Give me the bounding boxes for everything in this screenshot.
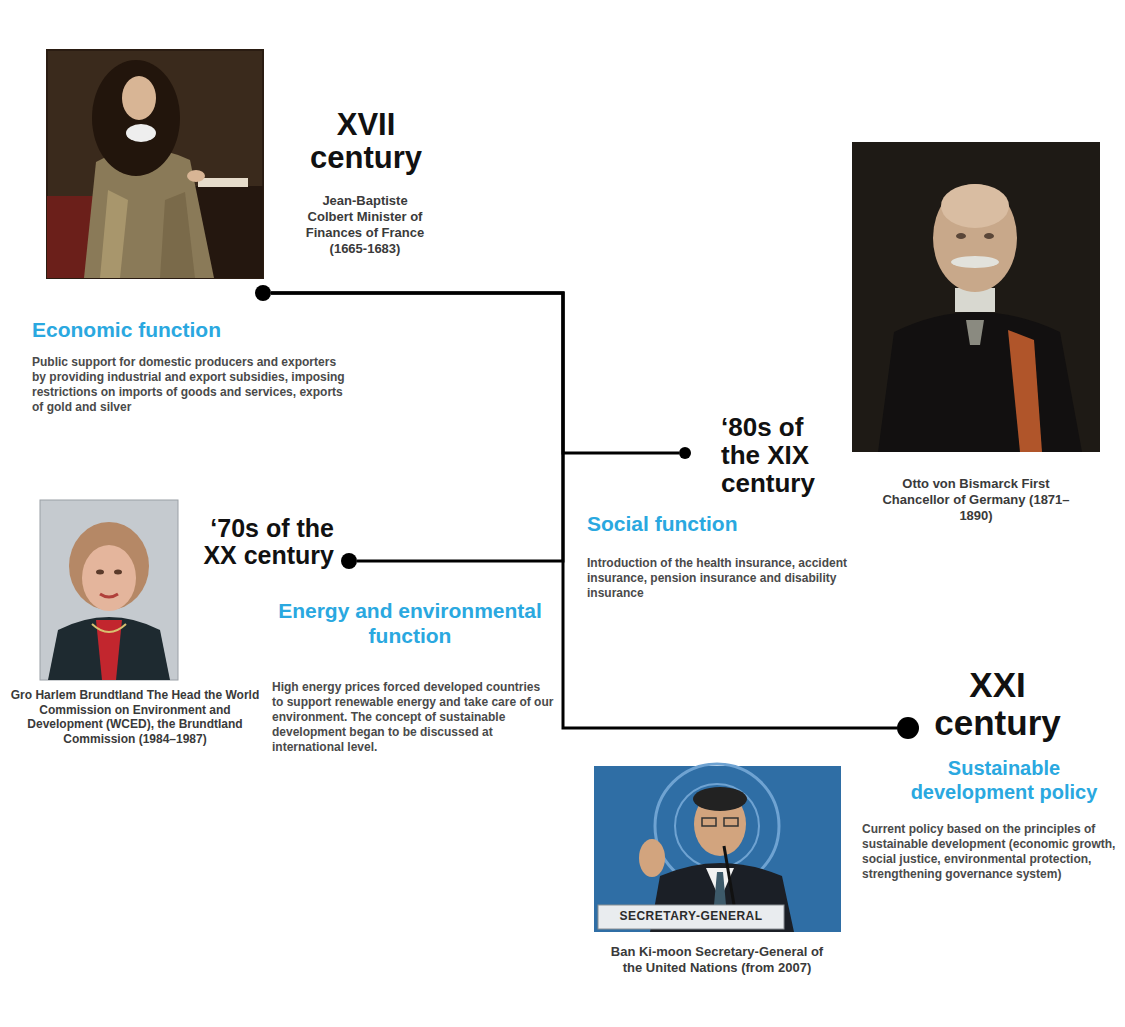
function-title: Energy and environmental function	[265, 598, 555, 648]
function-description: Introduction of the health insurance, ac…	[587, 556, 877, 601]
function-description: Current policy based on the principles o…	[862, 822, 1117, 882]
era-heading: ‘80s of the XIX century	[721, 413, 841, 497]
portrait-picture	[594, 764, 841, 932]
function-title: Social function	[587, 511, 847, 536]
portrait-caption: Otto von Bismarck First Chancellor of Ge…	[876, 476, 1076, 524]
function-title: Economic function	[32, 317, 332, 342]
nameplate-text: SECRETARY-GENERAL	[604, 909, 778, 923]
era-heading: XXI century	[925, 666, 1070, 742]
timeline-dot: XVII centuryEconomic functionPublic supp…	[255, 285, 271, 301]
era-heading: XVII century	[296, 108, 436, 175]
function-description: High energy prices forced developed coun…	[272, 680, 554, 755]
portrait-caption: Jean-Baptiste Colbert Minister of Financ…	[303, 193, 427, 256]
function-description: Public support for domestic producers an…	[32, 355, 350, 415]
timeline-line	[271, 293, 897, 728]
timeline-dot: ‘70s of the XX centuryEnergy and environ…	[341, 553, 357, 569]
portrait-picture	[40, 500, 178, 680]
function-title: Sustainable development policy	[893, 756, 1115, 804]
portrait-picture	[852, 142, 1100, 452]
portrait-caption: Gro Harlem Brundtland The Head the World…	[6, 688, 264, 747]
portrait-caption: Ban Ki-moon Secretary-General of the Uni…	[607, 944, 827, 976]
portrait-picture	[47, 50, 263, 278]
timeline-dot: XXI centurySustainable development polic…	[897, 717, 919, 739]
label-layer: Jean-Baptiste Colbert Minister of Financ…	[0, 0, 1, 1]
timeline-dot: ‘80s of the XIX centurySocial functionIn…	[679, 447, 691, 459]
era-heading: ‘70s of the XX century	[182, 515, 334, 569]
